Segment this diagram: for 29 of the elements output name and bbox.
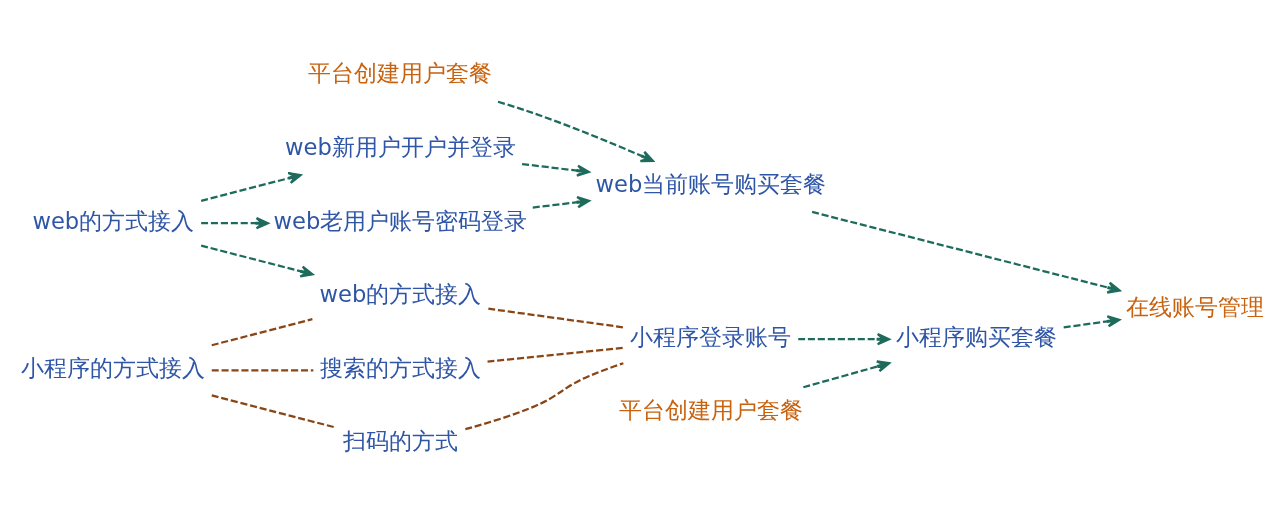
connector	[211, 318, 313, 347]
arrow	[803, 360, 891, 389]
arrow	[532, 196, 591, 209]
node-text: web新用户开户并登录	[285, 134, 516, 161]
arrow	[521, 162, 590, 177]
node-text: 小程序登录账号	[630, 323, 792, 350]
arrow	[1063, 315, 1121, 329]
arrow	[811, 210, 1121, 294]
connector	[488, 307, 624, 329]
arrow	[200, 171, 302, 202]
node-text: 小程序的方式接入	[21, 354, 206, 381]
node-text: 搜索的方式接入	[319, 354, 481, 381]
node-text: 扫码的方式	[342, 428, 458, 455]
arrow	[201, 217, 269, 230]
arrow	[200, 244, 314, 278]
node-text: 平台创建用户套餐	[308, 60, 493, 87]
connector	[211, 394, 337, 429]
connector	[487, 346, 624, 363]
node-text: web的方式接入	[32, 207, 195, 234]
node-text: 小程序购买套餐	[895, 323, 1057, 350]
node-text: 平台创建用户套餐	[618, 397, 803, 424]
node-text: web老用户账号密码登录	[273, 207, 528, 234]
connector	[211, 369, 314, 372]
node-text: web当前账号购买套餐	[595, 170, 827, 197]
arrow	[497, 100, 654, 163]
node-text: web的方式接入	[319, 281, 482, 308]
node-text: 在线账号管理	[1126, 293, 1265, 320]
arrow	[798, 333, 891, 346]
connector	[465, 362, 624, 431]
